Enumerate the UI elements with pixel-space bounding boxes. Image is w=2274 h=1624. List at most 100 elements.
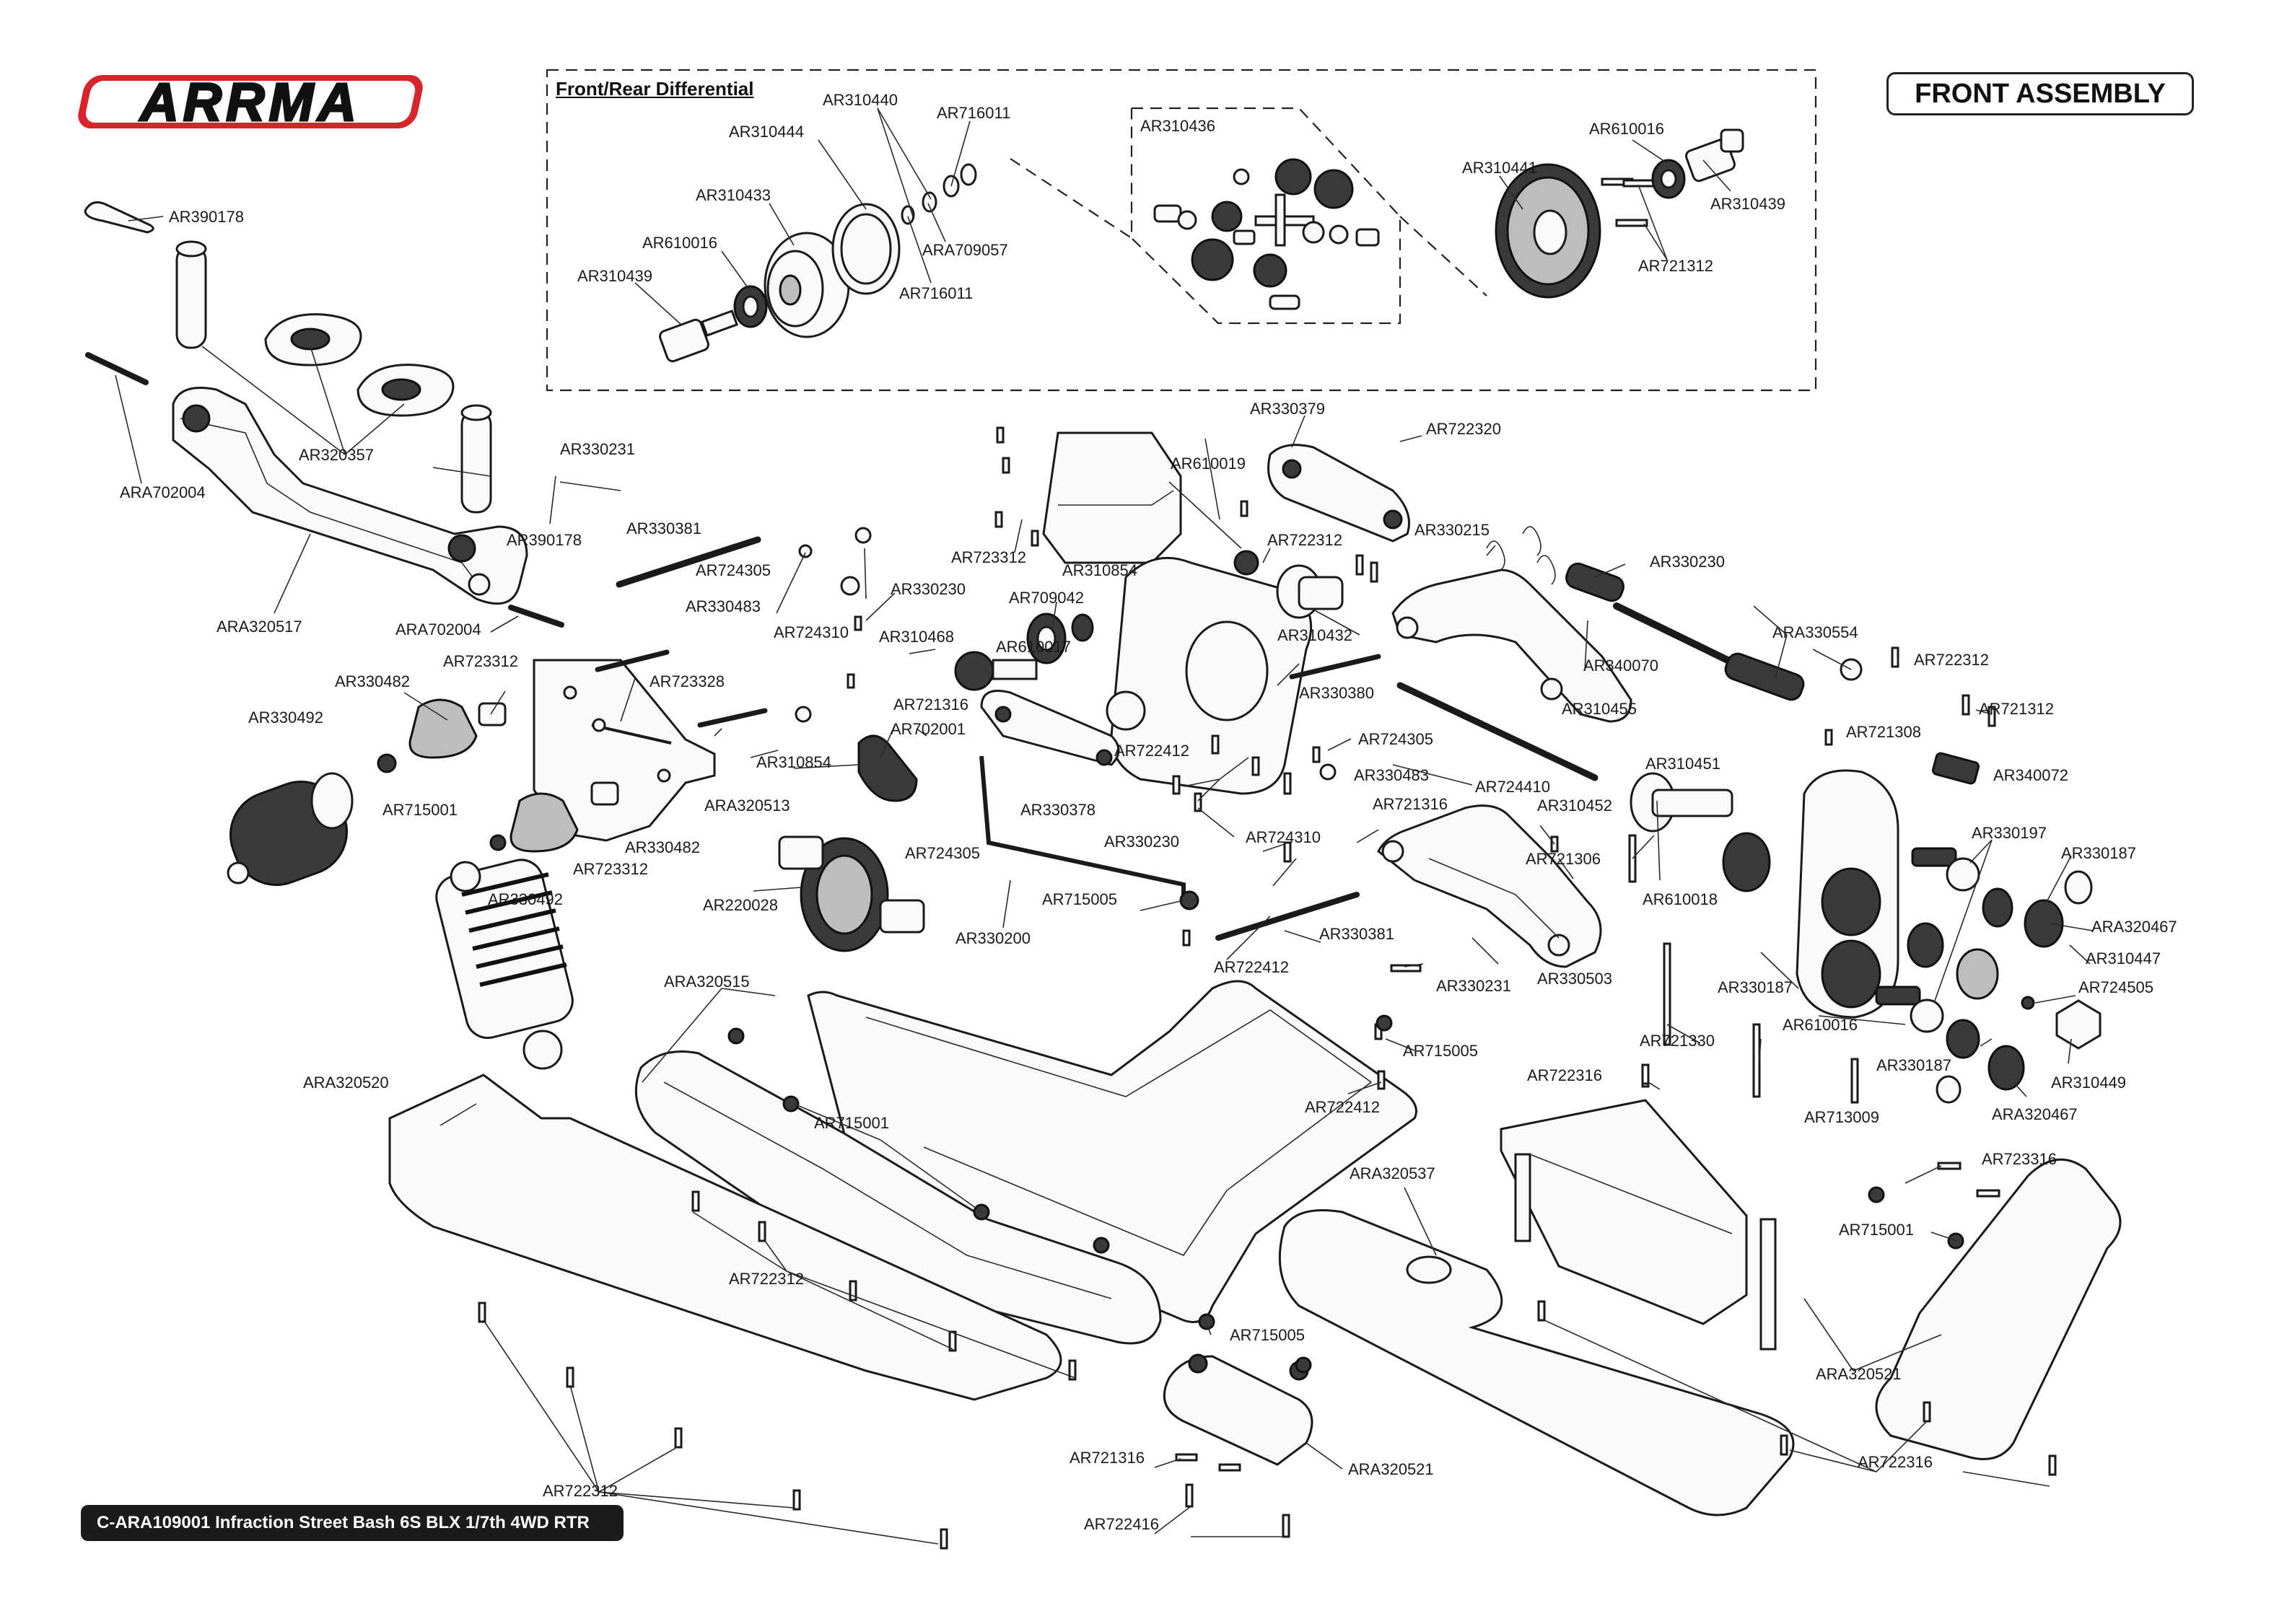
part-label: AR330381 (1319, 925, 1394, 943)
pivot-ball-upper (1911, 847, 1980, 892)
part-label: ARA330554 (1772, 623, 1858, 641)
part-label: AR330187 (1718, 978, 1793, 996)
part-label: AR723312 (573, 860, 648, 878)
part-label: AR721316 (1373, 795, 1448, 813)
part-label: AR715005 (1403, 1042, 1478, 1060)
diff-outdrive-left (659, 310, 739, 363)
part-label: AR310468 (879, 628, 954, 646)
part-label: AR330380 (1299, 684, 1374, 702)
logo-text: ARRMA (139, 71, 361, 133)
part-label: AR330231 (560, 440, 635, 458)
part-label: AR310854 (1062, 561, 1137, 579)
part-label: ARA320515 (664, 973, 750, 991)
part-label: AR724310 (774, 623, 849, 641)
part-label: AR721312 (1638, 257, 1713, 275)
part-label: AR390178 (507, 531, 582, 549)
long-pin-left (85, 352, 149, 385)
part-label: ARA320521 (1816, 1365, 1902, 1383)
front-bumper-foam (1278, 1209, 1795, 1517)
assembly-title-badge: FRONT ASSEMBLY (1886, 72, 2194, 115)
part-label: AR723316 (1982, 1150, 2057, 1168)
part-label: AR310444 (729, 123, 804, 141)
turnbuckle-link (1565, 562, 1805, 701)
part-label: AR330482 (335, 672, 410, 690)
part-label: AR722312 (543, 1482, 618, 1500)
part-label: AR702001 (891, 720, 966, 738)
body-post-left (175, 240, 207, 349)
part-label: AR722312 (1267, 531, 1342, 549)
part-label: AR330503 (1537, 970, 1612, 988)
part-label: AR715005 (1042, 890, 1117, 908)
diff-shims (901, 163, 977, 225)
part-label: AR330230 (891, 580, 966, 598)
part-label: AR390178 (169, 208, 244, 226)
part-label: ARA320513 (704, 796, 790, 815)
part-label: ARA320467 (2091, 918, 2177, 936)
part-label: ARA320520 (303, 1074, 389, 1092)
part-label: AR722412 (1305, 1098, 1380, 1116)
part-label: AR713009 (1804, 1108, 1879, 1126)
part-label: AR330492 (488, 890, 563, 908)
diff-expand-line-right (1399, 216, 1487, 297)
part-label: AR310455 (1562, 700, 1637, 718)
part-label: AR310447 (2086, 949, 2161, 967)
part-label: AR724305 (1358, 730, 1433, 748)
part-label: AR715001 (1839, 1221, 1914, 1239)
part-label: AR340072 (1993, 766, 2068, 784)
part-label: AR330231 (1436, 977, 1511, 995)
diff-screws-right (1601, 177, 1656, 227)
bumper-bracket-small (1163, 1353, 1313, 1466)
part-label: AR310440 (823, 91, 898, 109)
front-bumper-lower (634, 1050, 1162, 1345)
shock-body (435, 859, 574, 1070)
part-label: AR724410 (1475, 778, 1550, 796)
part-label: AR330200 (955, 929, 1031, 947)
part-label: AR721330 (1640, 1032, 1715, 1050)
upper-arm (1391, 569, 1632, 723)
camber-link-mount (1931, 752, 1980, 785)
nut-left (377, 753, 397, 773)
body-clip (84, 201, 154, 234)
part-label: AR310441 (1462, 159, 1537, 177)
part-label: ARA702004 (120, 483, 206, 501)
bumper-mount-frame (1500, 1099, 1777, 1351)
sway-bar (979, 755, 1186, 899)
part-label: AR310449 (2051, 1074, 2126, 1092)
part-label: ARA320517 (217, 618, 302, 636)
front-axle (1630, 772, 1771, 892)
fastener-set (478, 426, 2057, 1550)
screw-mid (595, 649, 670, 672)
body-mount-cup-a (264, 313, 362, 367)
diff-expand-line-left (1010, 158, 1132, 239)
part-label: AR330483 (1354, 766, 1429, 784)
part-label: AR722416 (1084, 1515, 1159, 1533)
diff-ring-gear (1495, 163, 1601, 299)
part-label: AR310433 (696, 186, 771, 204)
front-differential (778, 835, 925, 952)
part-label: AR721312 (1979, 700, 2054, 718)
part-label: AR310451 (1645, 755, 1720, 773)
part-label: AR722316 (1858, 1453, 1933, 1471)
part-label: AR724505 (2078, 978, 2153, 996)
part-label: AR721306 (1526, 850, 1601, 868)
diff-bearing-left (733, 285, 768, 328)
steering-knuckle (1796, 769, 1899, 1019)
part-label: AR716011 (937, 104, 1011, 122)
part-label: ARA702004 (395, 620, 481, 638)
front-bulkhead (1042, 431, 1313, 795)
part-label: AR220028 (703, 896, 778, 914)
part-label: AR610016 (642, 234, 717, 252)
part-label: AR330482 (625, 838, 700, 856)
leader-lines (115, 107, 2094, 1545)
hinge-pin-lower (1396, 682, 1599, 781)
part-label: AR721308 (1846, 723, 1921, 741)
part-label: AR310854 (756, 753, 831, 771)
part-label: AR610016 (1589, 120, 1664, 138)
hinge-pin-front (1215, 892, 1360, 941)
part-label: AR330215 (1414, 521, 1490, 539)
steering-bellcrank (857, 734, 918, 802)
input-gear (954, 651, 1038, 691)
part-label: AR610017 (996, 638, 1071, 656)
part-label: ARA320467 (1992, 1105, 2078, 1123)
